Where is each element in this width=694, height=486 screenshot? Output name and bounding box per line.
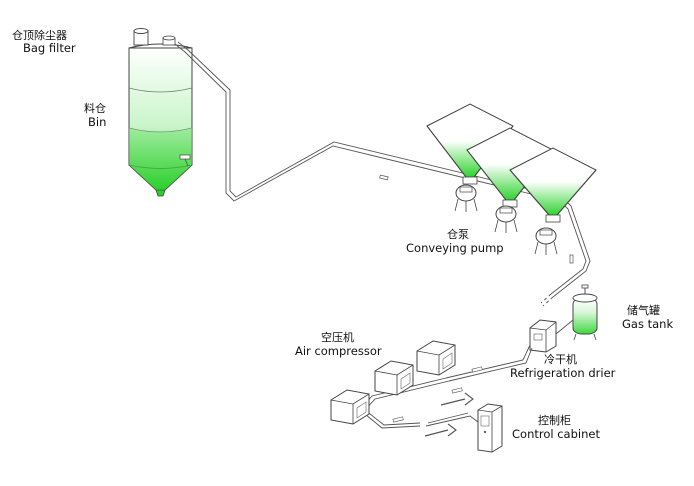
conveying-pipeline [174,41,591,307]
air-compressor [374,360,414,396]
control-cabinet-label-zh: 控制柜 [538,414,571,427]
bin-label-zh: 料仓 [84,102,106,115]
conveying-pump-label-en: Conveying pump [406,241,504,255]
air-compressor-label-zh: 空压机 [321,331,354,344]
conveying-pump [494,205,518,233]
bin-silo [128,43,193,197]
bin-label-en: Bin [88,115,107,129]
receiving-hopper [509,147,597,223]
air-compressor [416,340,456,376]
control-cabinet [477,403,503,453]
air-compressor [330,389,370,425]
refrigeration-drier [529,319,557,353]
refrigeration-drier-label-zh: 冷干机 [544,353,577,366]
air-compressor-label-en: Air compressor [295,344,382,358]
gas-tank-label-zh: 储气罐 [627,304,660,317]
refrigeration-drier-label-en: Refrigeration drier [510,366,616,380]
control-cabinet-label-en: Control cabinet [512,427,600,441]
gas-tank [572,284,598,341]
gas-tank-label-en: Gas tank [622,317,674,331]
bag-filter [133,28,176,46]
bag-filter-label-zh: 仓顶除尘器 [12,29,67,42]
conveying-pump [534,227,558,255]
conveying-pump [454,184,478,212]
bag-filter-label-en: Bag filter [23,41,76,55]
conveying-pump-label-zh: 仓泵 [447,228,469,241]
